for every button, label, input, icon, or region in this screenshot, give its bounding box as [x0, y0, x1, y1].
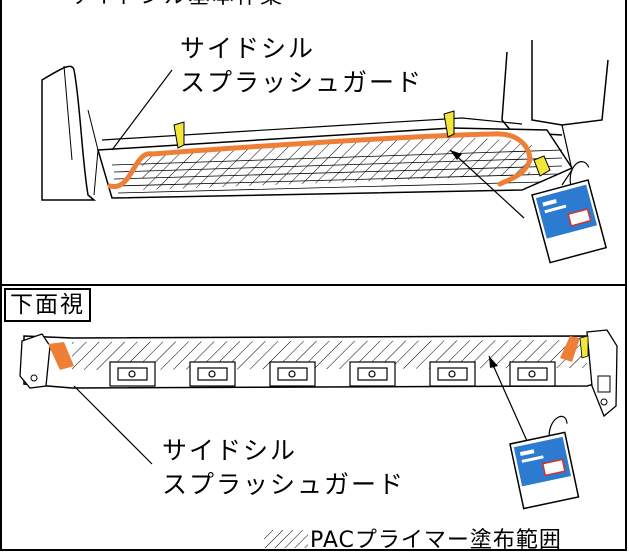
- tape-left: [48, 342, 74, 370]
- top-panel: サイドシル基本作業: [0, 0, 627, 286]
- primer-packet-icon: [531, 161, 608, 264]
- tape-line: [107, 131, 533, 189]
- part-label-line1: サイドシル: [180, 34, 316, 63]
- clip-boss-row: [109, 361, 556, 387]
- legend-hatch-swatch: [264, 530, 308, 548]
- primer-packet-icon-bottom: [509, 415, 580, 510]
- sill-illustration-top: [41, 40, 609, 264]
- part-label-line2: スプラッシュガード: [180, 68, 424, 97]
- tape-right: [560, 336, 580, 362]
- legend-label: PACプライマー塗布範囲: [310, 528, 562, 553]
- view-label: 下面視: [4, 288, 91, 322]
- clip-tab-center: [443, 110, 455, 138]
- clip-tab-right: [533, 155, 551, 177]
- sill-illustration-bottom: [19, 329, 618, 548]
- part-label-line2-bottom: スプラッシュガード: [162, 470, 406, 499]
- clip-tab-left: [173, 121, 185, 149]
- bottom-panel: 下面視: [0, 284, 627, 553]
- cut-title: サイドシル基本作業: [68, 0, 284, 14]
- part-label-line1-bottom: サイドシル: [162, 436, 298, 465]
